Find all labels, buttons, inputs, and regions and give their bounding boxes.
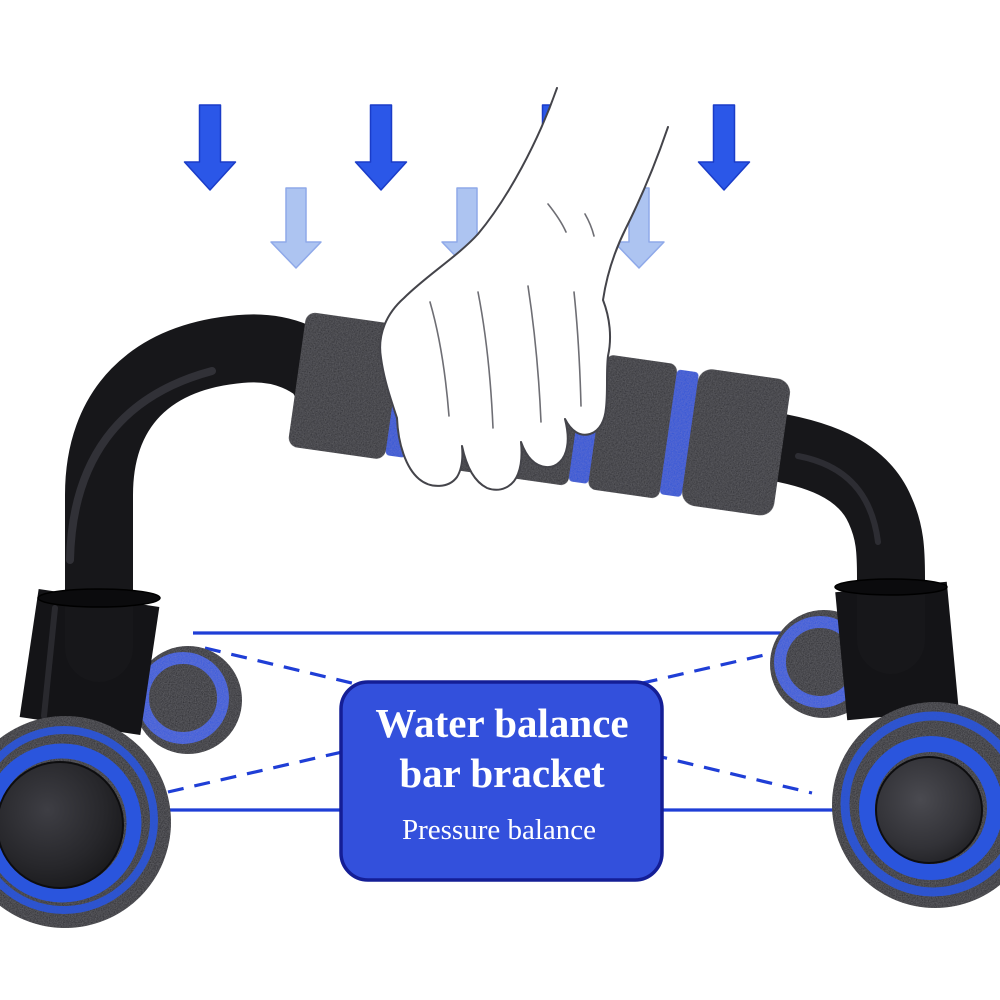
right-foot <box>832 702 1000 908</box>
left-foot <box>0 716 171 928</box>
left-sleeve-highlight <box>41 605 58 719</box>
down-arrow-icon <box>183 104 237 191</box>
tube-left-highlight <box>66 367 216 564</box>
grip-blue-stripe <box>659 369 699 497</box>
info-card-title-line2: bar bracket <box>399 750 605 796</box>
down-arrow-icon <box>354 104 408 191</box>
hand-fill <box>380 88 668 490</box>
right-foot-dome <box>875 756 983 864</box>
grip-foam-block <box>588 355 677 498</box>
right-foot-outer-stripe <box>840 711 1000 897</box>
left-collar <box>37 588 161 608</box>
left-foot-dome <box>0 761 124 889</box>
left-foot-ring <box>0 743 142 903</box>
info-card-subtitle: Pressure balance <box>402 814 596 846</box>
grip-foam-block <box>682 369 790 516</box>
right-collar <box>834 578 948 596</box>
left-foot-outer-stripe <box>0 726 158 914</box>
tube-right-bend <box>724 410 925 674</box>
pushup-bar <box>0 312 1000 928</box>
down-arrow-icon <box>697 104 751 191</box>
info-card-title-line1: Water balance <box>375 700 628 746</box>
hand-illustration <box>379 87 669 491</box>
hand-outline <box>379 87 669 491</box>
grip-foam-block <box>288 312 403 459</box>
down-arrow-icon <box>270 187 322 269</box>
arrows-layer-dark <box>183 104 751 191</box>
right-foot-ring <box>859 736 1000 880</box>
tube-right-highlight <box>795 453 881 545</box>
info-card: Water balance bar bracket Pressure balan… <box>339 680 664 882</box>
down-arrow-icon <box>613 187 665 269</box>
hand-creases <box>429 203 595 429</box>
info-card-background <box>339 680 664 882</box>
